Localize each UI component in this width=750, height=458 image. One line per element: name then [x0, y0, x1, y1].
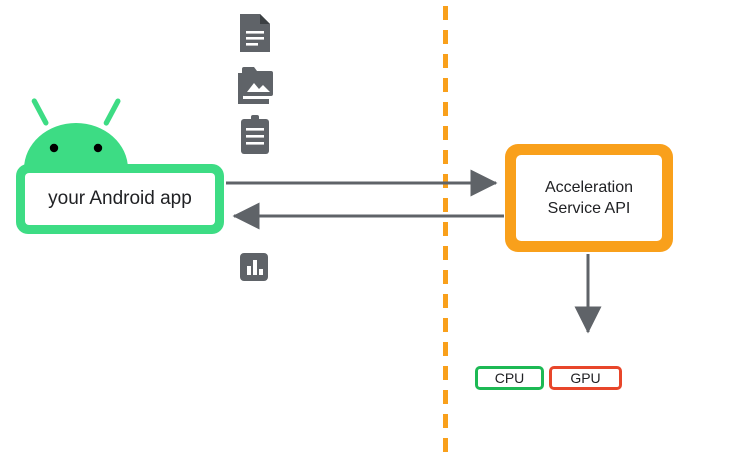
service-title-line-1: Acceleration — [544, 179, 634, 196]
cpu-chip-label: CPU — [494, 370, 525, 386]
photo-library-icon — [237, 64, 275, 104]
acceleration-service-api-box[interactable]: Acceleration Service API — [505, 144, 673, 252]
bar-chart-icon — [239, 252, 269, 282]
android-app-box-inner: your Android app — [25, 173, 215, 225]
device-cloud-boundary-divider — [443, 6, 448, 452]
acceleration-service-api-box-inner: Acceleration Service API — [516, 155, 662, 241]
document-icon — [238, 12, 272, 54]
service-title-line-2: Service API — [547, 200, 631, 217]
android-robot-icon — [22, 95, 130, 170]
gpu-chip-label: GPU — [570, 370, 601, 386]
cpu-chip[interactable]: CPU — [475, 366, 544, 390]
gpu-chip[interactable]: GPU — [549, 366, 622, 390]
clipboard-icon — [239, 114, 271, 156]
android-app-box[interactable]: your Android app — [16, 164, 224, 234]
android-app-label: your Android app — [48, 188, 192, 209]
